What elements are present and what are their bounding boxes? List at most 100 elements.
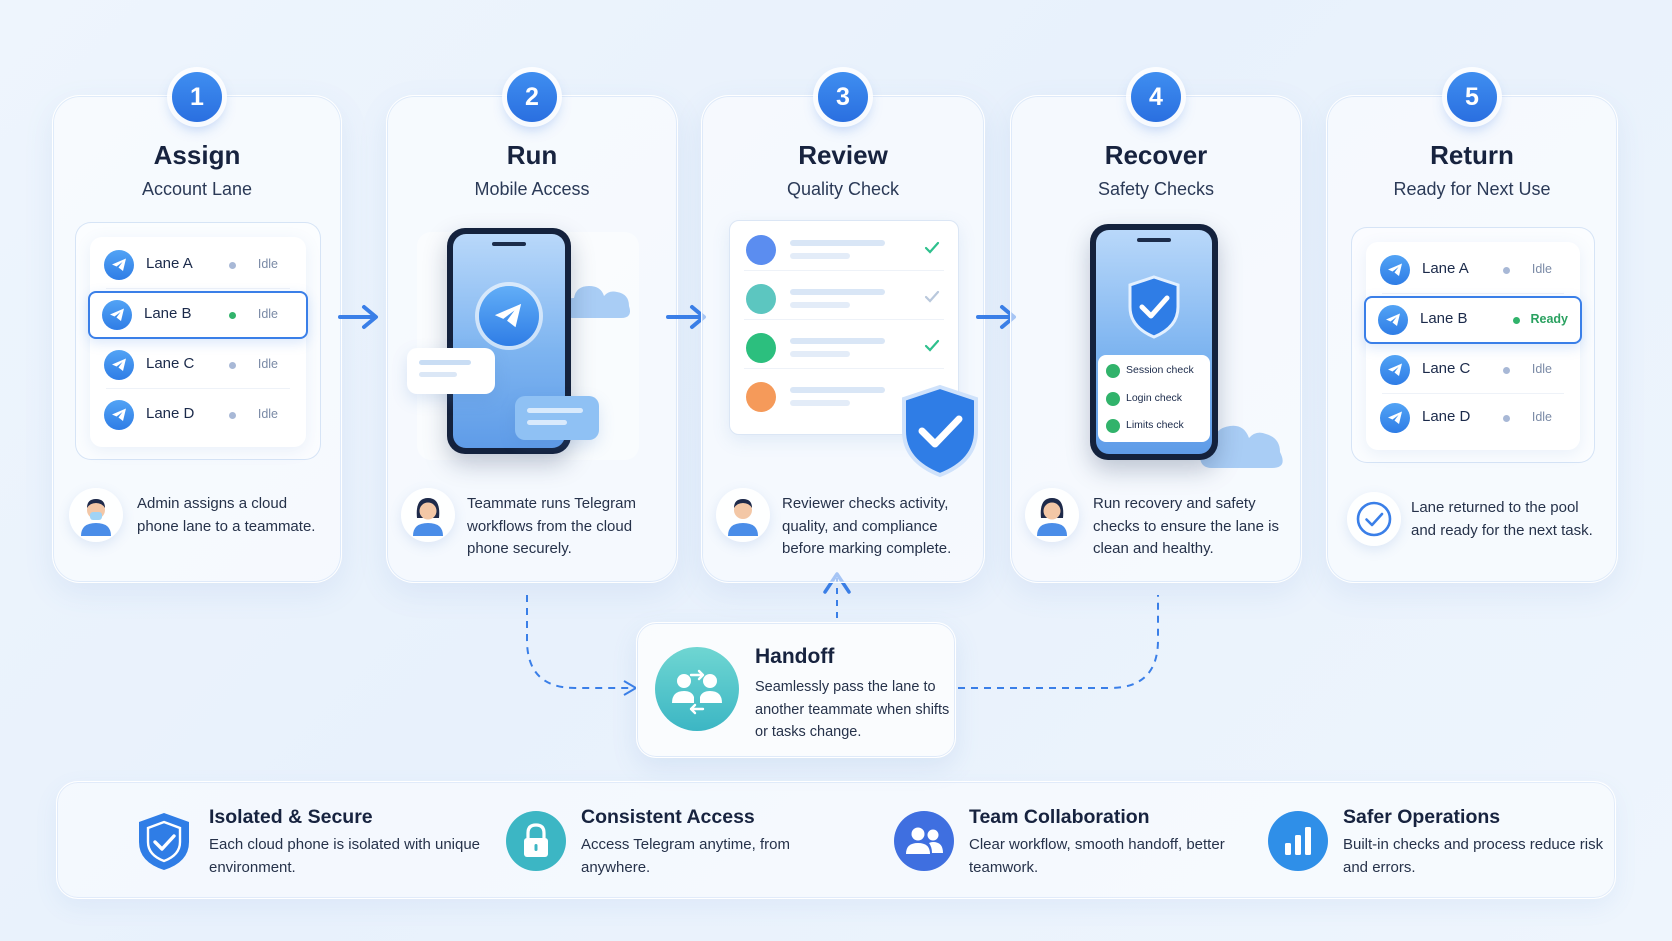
paper-plane-icon (494, 303, 522, 328)
safety-check-label: Login check (1126, 392, 1183, 404)
status-dot (229, 312, 236, 319)
step-description: Admin assigns a cloud phone lane to a te… (137, 495, 316, 535)
step-subtitle: Safety Checks (1097, 179, 1215, 199)
feature-team-collaboration: Team Collaboration Clear workflow, smoot… (893, 800, 1233, 882)
feature-consistent-access: Consistent Access Access Telegram anytim… (505, 800, 845, 882)
step-subtitle: Quality Check (786, 179, 900, 199)
check-icon (924, 290, 940, 303)
person-icon (413, 498, 443, 536)
step-title: Return (1430, 140, 1514, 170)
reviewer-avatar (716, 488, 770, 542)
checklist-row (730, 370, 958, 418)
paper-plane-icon (1388, 363, 1402, 376)
return-status-badge (1347, 492, 1401, 546)
lane-row-b[interactable]: Lane B Idle (88, 291, 308, 339)
lane-status: Idle (257, 357, 278, 371)
teammate-avatar (401, 488, 455, 542)
paper-plane-icon (112, 258, 126, 271)
telegram-logo (479, 286, 539, 346)
team-icon (894, 811, 954, 871)
chat-bubble-left (407, 348, 495, 394)
safety-check-row: Session check (1106, 357, 1204, 384)
lane-status: Idle (1531, 410, 1552, 424)
status-dot (1503, 267, 1510, 274)
telegram-icon (102, 300, 132, 330)
safety-check-row: Limits check (1106, 412, 1204, 439)
feature-bar: Isolated & Secure Each cloud phone is is… (56, 781, 1616, 899)
lane-row-c[interactable]: Lane C Idle (90, 341, 306, 389)
teammate-avatar (1025, 488, 1079, 542)
paper-plane-icon (1388, 411, 1402, 424)
paper-plane-icon (1388, 263, 1402, 276)
step-number-badge: 1 (172, 72, 222, 122)
lane-list: Lane A Idle Lane B Idle Lane C (88, 237, 308, 447)
feature-title: Consistent Access (581, 806, 755, 828)
handoff-description: Seamlessly pass the lane to another team… (755, 679, 950, 740)
step-subtitle: Mobile Access (474, 179, 590, 199)
check-icon (924, 339, 940, 352)
step-description: Teammate runs Telegram workflows from th… (467, 495, 636, 557)
lane-status: Idle (257, 307, 278, 321)
step-subtitle: Ready for Next Use (1393, 179, 1551, 199)
step-title: Recover (1104, 140, 1208, 170)
step-description: Reviewer checks activity, quality, and c… (782, 495, 952, 557)
telegram-icon (1380, 403, 1410, 433)
checklist-row (730, 272, 958, 320)
feature-description: Clear workflow, smooth handoff, better t… (969, 836, 1225, 876)
lane-row-a[interactable]: Lane A Idle (90, 241, 306, 289)
users-icon (746, 284, 776, 314)
check-circle-icon (1106, 419, 1120, 433)
check-circle-icon (1106, 364, 1120, 378)
step-card-run: 2 Run Mobile Access Teammate runs (386, 72, 678, 583)
check-circle-icon (746, 333, 776, 363)
lane-row-c[interactable]: Lane C Idle (1366, 346, 1580, 394)
handoff-title: Handoff (755, 645, 835, 668)
lane-row-b[interactable]: Lane B Ready (1364, 296, 1582, 344)
step-subtitle: Account Lane (141, 179, 253, 199)
handoff-icon (655, 647, 739, 731)
feature-safer-operations: Safer Operations Built-in checks and pro… (1267, 800, 1607, 882)
feature-isolated-secure: Isolated & Secure Each cloud phone is is… (133, 800, 480, 882)
step-title: Run (506, 140, 558, 170)
shield-check-icon (902, 384, 978, 478)
check-circle-icon (1356, 501, 1392, 537)
status-dot (1513, 317, 1520, 324)
lane-status: Ready (1530, 312, 1568, 326)
paper-plane-icon (112, 358, 126, 371)
safety-check-label: Session check (1126, 364, 1194, 376)
step-number-badge: 5 (1447, 72, 1497, 122)
status-dot (229, 362, 236, 369)
telegram-icon (104, 250, 134, 280)
step-title: Assign (153, 140, 241, 170)
flag-icon (746, 382, 776, 412)
check-circle-icon (1106, 392, 1120, 406)
feature-title: Safer Operations (1343, 806, 1501, 828)
feature-description: Built-in checks and process reduce risk … (1343, 836, 1604, 876)
lane-name: Lane C (146, 355, 195, 372)
step-card-return: 5 Return Ready for Next Use Lane A Idle … (1326, 72, 1618, 583)
feature-title: Isolated & Secure (209, 806, 373, 828)
lane-status: Idle (257, 407, 278, 421)
telegram-icon (1380, 255, 1410, 285)
checklist-row (730, 223, 958, 271)
shield-check-icon (139, 813, 189, 870)
chat-bubble-right (515, 396, 599, 440)
telegram-icon (1380, 355, 1410, 385)
telegram-icon (104, 400, 134, 430)
lane-name: Lane A (1422, 260, 1469, 277)
lane-status: Idle (1531, 362, 1552, 376)
step-title: Review (798, 140, 888, 170)
status-dot (229, 412, 236, 419)
status-dot (1503, 367, 1510, 374)
step-description: Lane returned to the pool and ready for … (1411, 499, 1593, 539)
lane-row-d[interactable]: Lane D Idle (1366, 394, 1580, 442)
person-icon (81, 499, 111, 536)
lane-row-a[interactable]: Lane A Idle (1366, 246, 1580, 294)
status-dot (1503, 415, 1510, 422)
flow-arrow-icon (338, 305, 378, 329)
step-card-assign: 1 Assign Account Lane Lane A Idle Lane B (52, 72, 342, 583)
swap-users-icon (672, 669, 722, 715)
lane-name: Lane B (1420, 310, 1468, 327)
lane-row-d[interactable]: Lane D Idle (90, 391, 306, 439)
